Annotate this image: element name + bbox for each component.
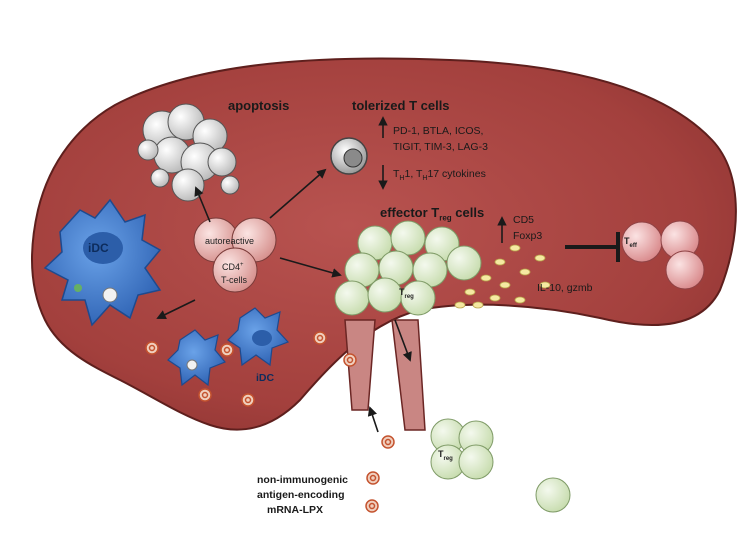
portal-vessel bbox=[344, 319, 426, 431]
treg-blood-cluster bbox=[430, 418, 571, 513]
label-il10-gzmb: IL-10, gzmb bbox=[537, 282, 593, 294]
label-treg-blood: Treg bbox=[438, 449, 453, 462]
idc-large bbox=[43, 198, 162, 327]
label-foxp3: Foxp3 bbox=[513, 230, 543, 242]
label-effector-treg: effector Treg cells bbox=[380, 205, 485, 223]
label-t-cells: T-cells bbox=[221, 275, 248, 285]
arrow-to-idc bbox=[156, 299, 196, 319]
arrow-lpx-entry bbox=[367, 406, 379, 433]
idc-small-2 bbox=[227, 307, 290, 367]
arrow-to-treg bbox=[279, 257, 342, 278]
label-autoreactive: autoreactive bbox=[205, 236, 255, 246]
label-teff: Teff bbox=[624, 236, 637, 249]
label-apoptosis: apoptosis bbox=[228, 98, 290, 113]
tolerized-t-cell bbox=[330, 137, 368, 175]
label-cd5: CD5 bbox=[513, 214, 535, 226]
autoreactive-cd4-t-cells bbox=[193, 217, 277, 293]
label-inhibitory-receptors-2: TIGIT, TIM-3, LAG-3 bbox=[393, 141, 488, 153]
arrows bbox=[156, 116, 507, 433]
label-idc-large: iDC bbox=[88, 241, 109, 255]
arrow-treg-exit bbox=[394, 319, 412, 362]
label-idc-small: iDC bbox=[256, 372, 275, 384]
effector-treg-cluster bbox=[334, 220, 482, 316]
inhibition-symbol bbox=[565, 232, 620, 262]
teff-cells bbox=[621, 220, 705, 290]
label-tolerized-t-cells: tolerized T cells bbox=[352, 98, 450, 113]
label-lpx-2: antigen-encoding bbox=[257, 489, 345, 501]
lpx-particles bbox=[145, 331, 395, 513]
label-lpx-1: non-immunogenic bbox=[257, 474, 348, 486]
arrow-to-tolerized bbox=[269, 168, 327, 219]
arrow-to-apoptosis bbox=[194, 186, 211, 223]
label-cd4: CD4+ bbox=[222, 262, 244, 272]
label-th-cytokines: TH1, TH17 cytokines bbox=[393, 168, 486, 183]
label-lpx-3: mRNA-LPX bbox=[267, 504, 324, 516]
label-treg-liver: Treg bbox=[399, 287, 414, 300]
label-inhibitory-receptors-1: PD-1, BTLA, ICOS, bbox=[393, 125, 484, 137]
secreted-cytokines bbox=[454, 244, 551, 309]
idc-small-1 bbox=[167, 329, 226, 387]
